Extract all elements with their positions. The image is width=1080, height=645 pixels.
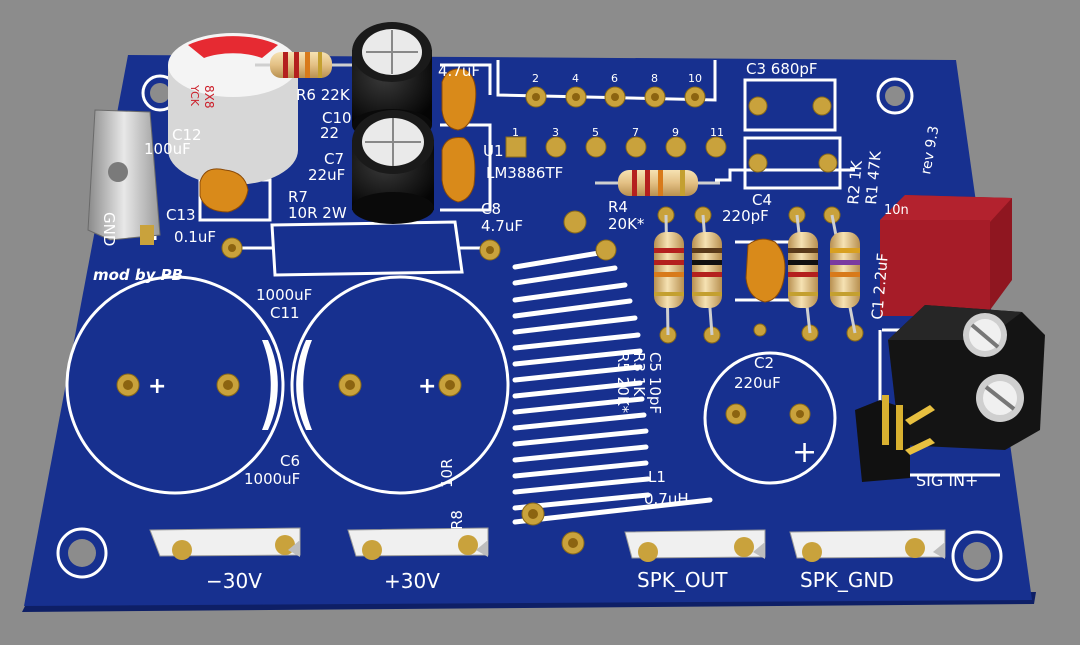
label-spk-out: SPK_OUT	[637, 568, 728, 592]
label-c4-value: 220pF	[722, 207, 769, 225]
label-u1: U1	[483, 142, 504, 160]
label-c7: C7	[324, 150, 344, 168]
label-mod-by: mod by PB	[93, 266, 183, 284]
to220-transistor	[87, 109, 161, 245]
label-c1: C1 2.2uF	[868, 252, 892, 320]
label-c6: C6	[280, 452, 300, 470]
label-r3: R3 1K	[630, 352, 648, 397]
label-l1-value: 0.7uH	[644, 490, 689, 508]
c1-film-cap	[880, 195, 1012, 316]
c10-cap	[352, 22, 432, 141]
label-sig-in: SIG IN+	[916, 471, 978, 490]
heatsink-silkscreen	[512, 249, 713, 525]
label-c2: C2	[754, 354, 774, 372]
svg-text:8: 8	[651, 72, 658, 85]
label-r7: R7	[288, 188, 308, 206]
label-c2-plus: +	[792, 435, 817, 470]
c6-outline	[290, 275, 510, 495]
svg-text:11: 11	[710, 126, 724, 139]
label-c13: C13	[166, 206, 196, 224]
label-gnd: GND	[100, 212, 118, 246]
label-l1: L1	[648, 468, 666, 486]
svg-text:3: 3	[552, 126, 559, 139]
label-c13-value: 0.1uF	[174, 228, 216, 246]
label-ic: LM3886TF	[486, 164, 563, 182]
label-c12-value: 100uF	[144, 140, 191, 158]
sig-header	[855, 395, 935, 482]
screw-terminal	[888, 305, 1045, 450]
svg-text:4: 4	[572, 72, 579, 85]
label-c7-value: 22uF	[308, 166, 345, 184]
label-c8-value: 4.7uF	[481, 217, 523, 235]
c12-cap: 8X8 YCK	[168, 33, 298, 185]
label-c5: C5 10pF	[646, 352, 664, 414]
label-c1-trunc: 10n	[884, 203, 909, 218]
label-c8: C8	[481, 200, 501, 218]
c2-outline	[703, 351, 837, 485]
label-c6-plus: +	[418, 374, 436, 399]
label-r2: R2 1K	[844, 159, 866, 206]
c11-outline	[65, 275, 285, 495]
label-c11-value: 1000uF	[256, 286, 312, 304]
svg-text:2: 2	[532, 72, 539, 85]
label-r7-value: 10R 2W	[288, 204, 347, 222]
label-c2-value: 220uF	[734, 374, 781, 392]
label-r4: R4	[608, 198, 628, 216]
label-c11: C11	[270, 304, 300, 322]
label-neg-30v: −30V	[206, 569, 262, 593]
cap-marking-8x8: 8X8	[202, 85, 216, 109]
svg-text:7: 7	[632, 126, 639, 139]
label-c9-value: 4.7uF	[438, 62, 480, 80]
ic-pin-numbers: 1 2 3 4 5 6 7 8 9 10 11	[512, 72, 724, 139]
label-r1: R1 47K	[862, 149, 885, 205]
c7-cap	[352, 110, 434, 224]
label-c10-value: 22	[320, 124, 339, 142]
svg-text:5: 5	[592, 126, 599, 139]
label-r5: R5 20K*	[614, 352, 632, 414]
vertical-resistors	[654, 214, 860, 336]
svg-text:10: 10	[688, 72, 702, 85]
label-pos-30v: +30V	[384, 569, 440, 593]
label-r4-value: 20K*	[608, 215, 645, 233]
r6-resistor	[255, 52, 360, 78]
label-r8: R8	[448, 510, 466, 530]
label-spk-gnd: SPK_GND	[800, 568, 894, 592]
label-c6-value: 1000uF	[244, 470, 300, 488]
label-r8-value: 10R	[438, 458, 456, 488]
r4-resistor	[595, 170, 720, 196]
svg-text:9: 9	[672, 126, 679, 139]
label-c11-plus: +	[148, 374, 166, 399]
label-c10: C10	[322, 109, 352, 127]
label-r6: R6 22K	[296, 86, 351, 104]
ceramic-caps	[199, 68, 786, 303]
label-c3: C3 680pF	[746, 60, 818, 78]
svg-text:6: 6	[611, 72, 618, 85]
cap-marking-yck: YCK	[188, 84, 201, 107]
label-c4: C4	[752, 191, 772, 209]
svg-text:1: 1	[512, 126, 519, 139]
label-c12: C12	[172, 126, 202, 144]
